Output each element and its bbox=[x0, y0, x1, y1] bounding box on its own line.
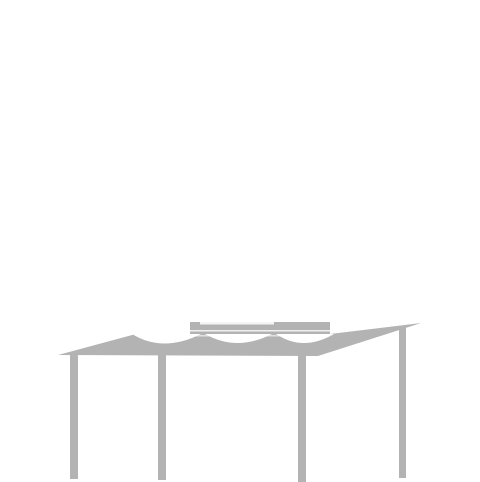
table-leg-back-right bbox=[399, 328, 406, 478]
table-leg-front-right bbox=[298, 355, 306, 482]
cutout-right bbox=[276, 334, 334, 343]
table-leg-front-mid bbox=[158, 355, 166, 480]
table-leg-front-left bbox=[70, 355, 78, 479]
cutout-left bbox=[132, 334, 201, 344]
tabletop-cutouts bbox=[132, 334, 334, 344]
cutout-middle bbox=[205, 334, 272, 343]
table-legs bbox=[70, 328, 406, 482]
